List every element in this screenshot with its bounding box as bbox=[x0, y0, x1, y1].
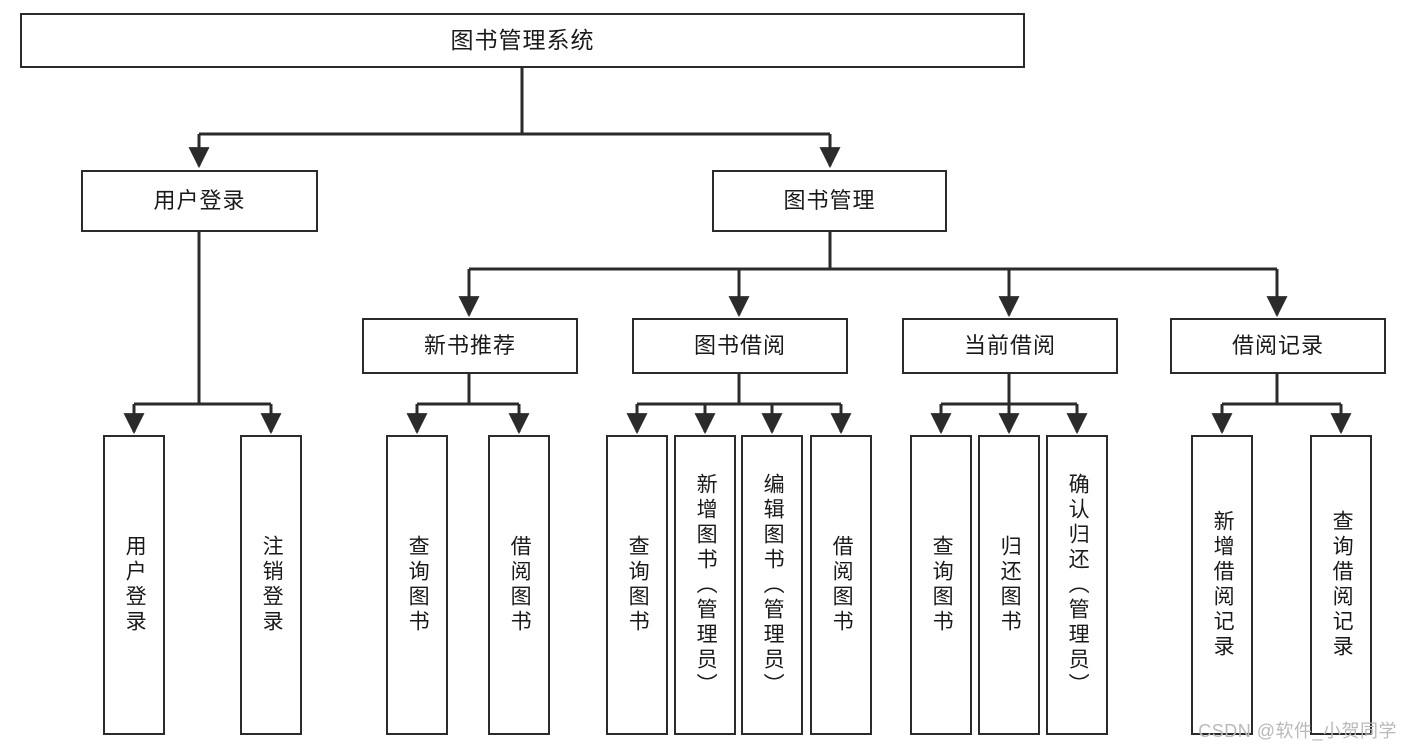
edges-level1 bbox=[188, 68, 841, 169]
node-label: 新增图书（管理员） bbox=[694, 472, 718, 698]
node-leaf-logout-login[interactable]: 注销登录 bbox=[240, 435, 302, 735]
node-label: 新增借阅记录 bbox=[1211, 510, 1235, 660]
node-label: 查询借阅记录 bbox=[1330, 510, 1354, 660]
node-user-login[interactable]: 用户登录 bbox=[81, 170, 318, 232]
node-leaf-user-login[interactable]: 用户登录 bbox=[103, 435, 165, 735]
node-root-system[interactable]: 图书管理系统 bbox=[20, 13, 1025, 68]
node-label: 新书推荐 bbox=[423, 332, 516, 358]
node-leaf-add-book[interactable]: 新增图书（管理员） bbox=[674, 435, 736, 735]
node-label: 用户登录 bbox=[153, 187, 246, 213]
node-new-book-recommend[interactable]: 新书推荐 bbox=[362, 318, 578, 374]
node-label: 图书管理 bbox=[783, 187, 876, 213]
node-leaf-query-borrow-record[interactable]: 查询借阅记录 bbox=[1310, 435, 1372, 735]
node-leaf-edit-book[interactable]: 编辑图书（管理员） bbox=[741, 435, 803, 735]
node-label: 编辑图书（管理员） bbox=[761, 472, 785, 698]
node-label: 用户登录 bbox=[123, 535, 147, 635]
edges-user-login bbox=[123, 232, 282, 435]
node-book-borrow[interactable]: 图书借阅 bbox=[632, 318, 848, 374]
node-label: 图书借阅 bbox=[693, 332, 786, 358]
edges-book-management bbox=[458, 232, 1288, 318]
node-label: 借阅图书 bbox=[508, 535, 532, 635]
node-leaf-query-book-3[interactable]: 查询图书 bbox=[910, 435, 972, 735]
node-label: 借阅记录 bbox=[1231, 332, 1324, 358]
node-label: 归还图书 bbox=[998, 535, 1022, 635]
node-leaf-query-book-1[interactable]: 查询图书 bbox=[386, 435, 448, 735]
node-book-management[interactable]: 图书管理 bbox=[712, 170, 947, 232]
node-leaf-add-borrow-record[interactable]: 新增借阅记录 bbox=[1191, 435, 1253, 735]
node-current-borrow[interactable]: 当前借阅 bbox=[902, 318, 1118, 374]
node-borrow-record[interactable]: 借阅记录 bbox=[1170, 318, 1386, 374]
node-leaf-confirm-return[interactable]: 确认归还（管理员） bbox=[1046, 435, 1108, 735]
edges-book-borrow bbox=[626, 374, 852, 435]
node-label: 查询图书 bbox=[626, 535, 650, 635]
node-leaf-borrow-book-1[interactable]: 借阅图书 bbox=[488, 435, 550, 735]
node-leaf-borrow-book-2[interactable]: 借阅图书 bbox=[810, 435, 872, 735]
edges-current-borrow bbox=[930, 374, 1088, 435]
node-label: 借阅图书 bbox=[830, 535, 854, 635]
node-label: 当前借阅 bbox=[963, 332, 1056, 358]
edges-new-book-recommend bbox=[406, 374, 530, 435]
node-label: 图书管理系统 bbox=[450, 26, 595, 53]
node-leaf-query-book-2[interactable]: 查询图书 bbox=[606, 435, 668, 735]
node-leaf-return-book[interactable]: 归还图书 bbox=[978, 435, 1040, 735]
edges-borrow-record bbox=[1211, 374, 1352, 435]
node-label: 注销登录 bbox=[260, 535, 284, 635]
node-label: 确认归还（管理员） bbox=[1066, 472, 1090, 698]
node-label: 查询图书 bbox=[930, 535, 954, 635]
node-label: 查询图书 bbox=[406, 535, 430, 635]
